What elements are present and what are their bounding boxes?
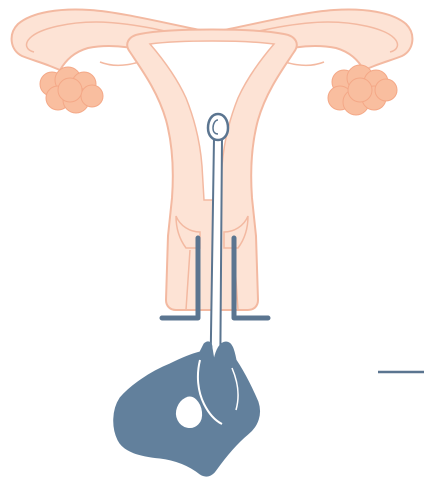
left-ovary	[40, 67, 103, 113]
gloved-hand-icon	[114, 342, 260, 476]
sampler-tip	[208, 114, 228, 140]
right-ovary	[328, 65, 397, 115]
